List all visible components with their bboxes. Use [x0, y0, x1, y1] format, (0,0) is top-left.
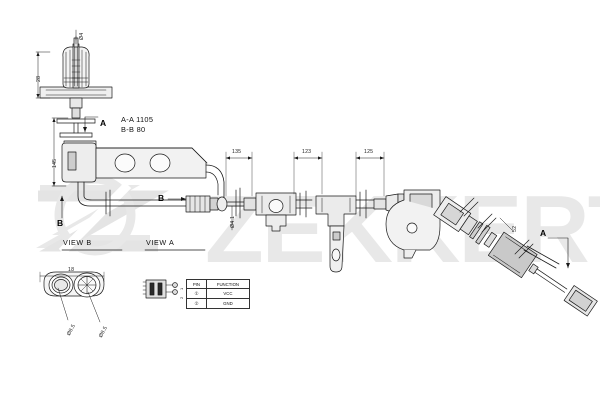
view-label-b: VIEW B — [63, 238, 92, 247]
table-row: ① VCC — [186, 288, 251, 299]
dim-bracket-drop: 145 — [52, 158, 58, 168]
dim-cable-seg-2: 123 — [302, 149, 312, 155]
section-marker-a-top: A — [100, 118, 107, 128]
cell-function-2: GND — [205, 298, 251, 309]
section-marker-a-right: A — [540, 228, 547, 238]
dim-head-height: 28 — [36, 75, 42, 82]
note-section-aa: A-A 1105 — [121, 115, 154, 124]
dim-right-segment: 52 — [512, 225, 518, 232]
table-header-row: PIN FUNCTION — [186, 279, 251, 289]
dim-clip: Ø4.1 — [230, 215, 236, 228]
dim-head-diameter: Ø4 — [79, 32, 85, 40]
dim-cable-seg-3: 125 — [364, 149, 374, 155]
dim-bracket-width: 18 — [68, 267, 75, 273]
dim-cable-seg-1: 135 — [232, 149, 242, 155]
note-section-bb: B-B 80 — [121, 125, 146, 134]
section-marker-b-mid: B — [158, 193, 165, 203]
connector-pin-label-1: 1 — [179, 287, 184, 290]
connector-pin-label-2: 2 — [179, 296, 184, 299]
cell-pin-2: ② — [186, 298, 207, 309]
table-row: ② GND — [186, 298, 251, 309]
cell-function-1: VCC — [205, 288, 251, 299]
th-function: FUNCTION — [205, 279, 251, 289]
pin-function-table: PIN FUNCTION ① VCC ② GND — [186, 279, 251, 309]
th-pin: PIN — [186, 279, 207, 289]
cell-pin-1: ① — [186, 288, 207, 299]
view-label-a: VIEW A — [146, 238, 175, 247]
section-marker-b-left: B — [57, 218, 64, 228]
